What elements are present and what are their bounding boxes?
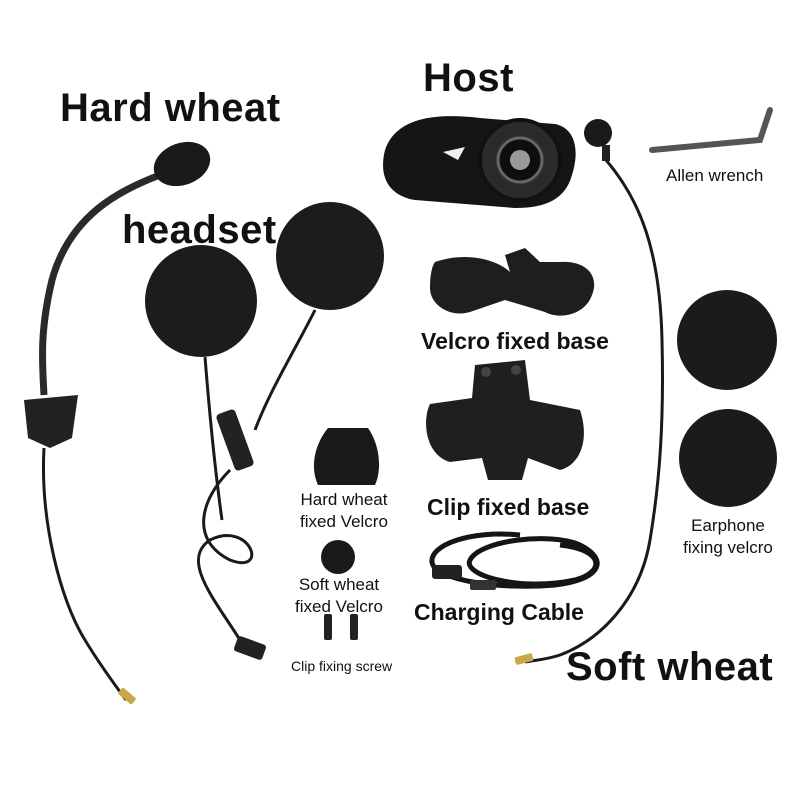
- label-allen-wrench: Allen wrench: [666, 166, 764, 185]
- label-hard-wheat: Hard wheat: [60, 86, 281, 130]
- label-soft-wheat: Soft wheat: [566, 645, 774, 689]
- label-hard-wheat-fixed-velcro-line1: Hard wheat: [300, 490, 388, 509]
- label-hard-wheat-fixed-velcro: Hard wheat fixed Velcro: [285, 489, 403, 533]
- soft-wheat-fixed-velcro: [321, 540, 355, 574]
- clip-fixed-base: [426, 360, 584, 480]
- label-charging-cable: Charging Cable: [414, 599, 584, 625]
- label-clip-fixed-base: Clip fixed base: [427, 494, 590, 520]
- soft-wheat-microphone: [514, 119, 664, 665]
- allen-wrench: [649, 107, 773, 153]
- velcro-fixed-base: [430, 248, 595, 316]
- label-headset: headset: [122, 208, 277, 252]
- earphone-fixing-velcro-top: [677, 290, 777, 390]
- label-earphone-fixing-velcro: Earphone fixing velcro: [672, 515, 784, 559]
- charging-cable: [429, 531, 600, 590]
- hard-wheat-fixed-velcro: [313, 428, 380, 485]
- label-earphone-fixing-velcro-line1: Earphone: [691, 516, 765, 535]
- label-soft-wheat-fixed-velcro-line1: Soft wheat: [298, 575, 380, 594]
- label-host: Host: [423, 56, 514, 100]
- label-soft-wheat-fixed-velcro-line2: fixed Velcro: [295, 597, 383, 616]
- label-hard-wheat-fixed-velcro-line2: fixed Velcro: [300, 512, 388, 531]
- host-unit: [383, 116, 576, 208]
- label-soft-wheat-fixed-velcro: Soft wheat fixed Velcro: [283, 574, 395, 618]
- label-earphone-fixing-velcro-line2: fixing velcro: [683, 538, 773, 557]
- headset-speakers: [145, 202, 384, 660]
- label-velcro-fixed-base: Velcro fixed base: [421, 328, 609, 354]
- label-clip-fixing-screw: Clip fixing screw: [291, 658, 393, 674]
- clip-fixing-screws: [324, 614, 358, 640]
- earphone-fixing-velcro-bottom: [679, 409, 777, 507]
- hard-wheat-microphone: [24, 141, 211, 705]
